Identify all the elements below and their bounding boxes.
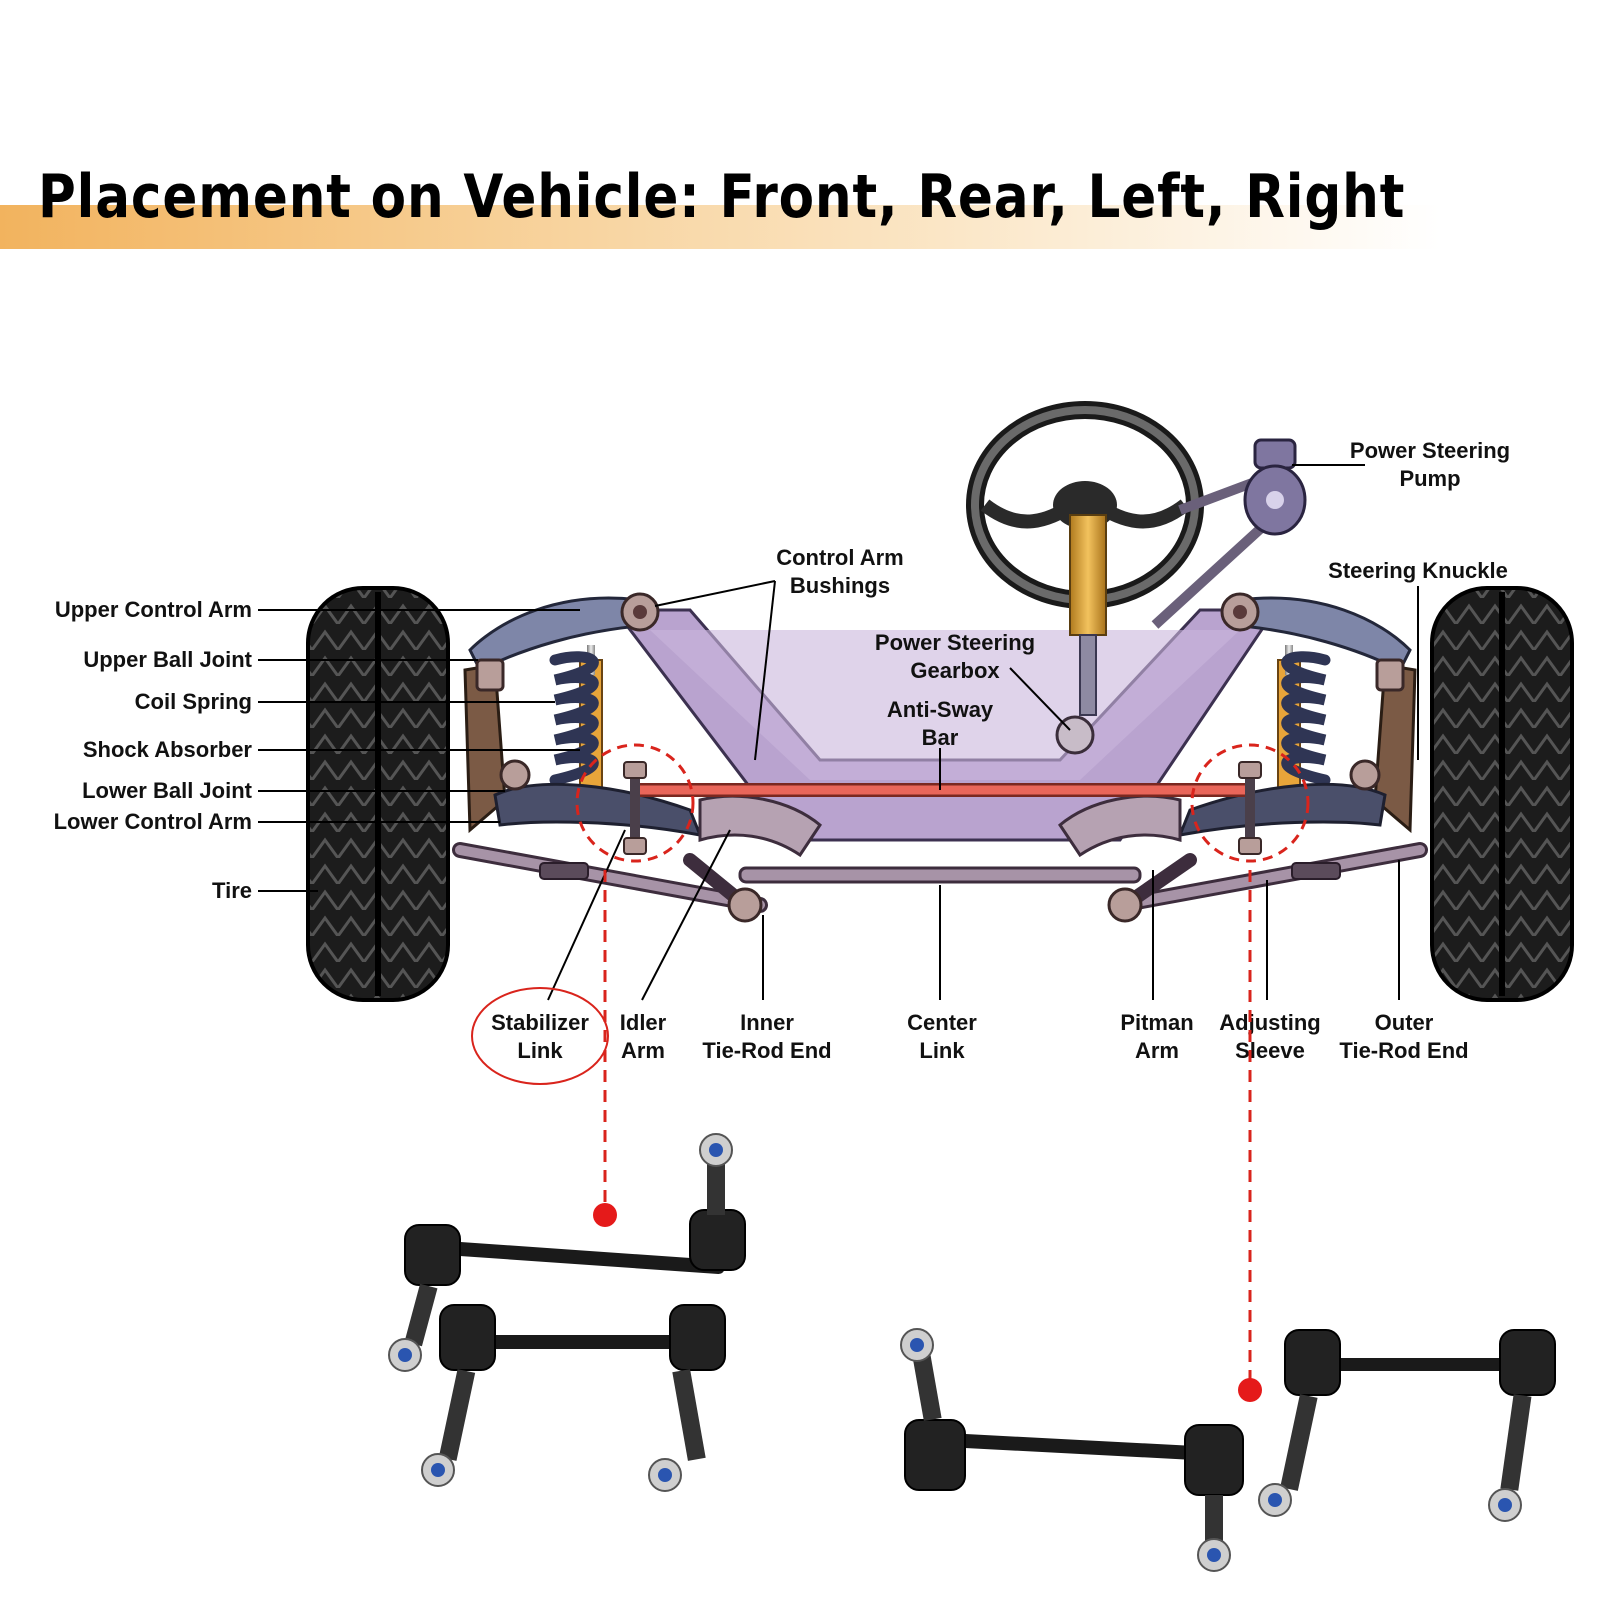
idler-arm — [683, 853, 763, 923]
label-shock-absorber: Shock Absorber — [83, 737, 253, 762]
left-upper-ball-joint — [475, 658, 505, 692]
label-lower-ball-joint: Lower Ball Joint — [82, 778, 253, 803]
label-power-steering-gearbox-line1: Power Steering — [875, 630, 1035, 655]
label-upper-ball-joint: Upper Ball Joint — [83, 647, 252, 672]
sway-bar-link-product-2 — [421, 1304, 726, 1492]
power-steering-pump — [1151, 438, 1307, 629]
sway-bar-link-product-4 — [1258, 1329, 1556, 1522]
label-upper-control-arm: Upper Control Arm — [55, 597, 252, 622]
label-power-steering-pump-line2: Pump — [1399, 466, 1460, 491]
label-outer-tie-rod-end-line1: Outer — [1375, 1010, 1434, 1035]
right-coil-spring-shock — [1277, 645, 1331, 791]
right-stabilizer-link-in-diagram — [1238, 761, 1262, 855]
label-center-link-line1: Center — [907, 1010, 977, 1035]
steering-column — [1069, 514, 1107, 716]
label-stabilizer-link-line2: Link — [517, 1038, 563, 1063]
left-tire — [306, 586, 450, 1002]
left-highlight-circle — [575, 743, 695, 863]
right-tie-rod — [1112, 842, 1428, 913]
bottom-leader-lines — [547, 829, 1400, 1001]
label-inner-tie-rod-end-line2: Tie-Rod End — [702, 1038, 831, 1063]
label-power-steering-pump-line1: Power Steering — [1350, 438, 1510, 463]
label-inner-tie-rod-end-line1: Inner — [740, 1010, 794, 1035]
right-connector — [1238, 870, 1262, 1402]
right-upper-ball-joint — [1375, 658, 1405, 692]
label-adjusting-sleeve-line1: Adjusting — [1219, 1010, 1320, 1035]
left-upper-control-arm — [468, 592, 660, 673]
label-stabilizer-link-line1: Stabilizer — [491, 1010, 589, 1035]
pitman-arm — [1107, 853, 1197, 923]
right-upper-control-arm — [1220, 592, 1412, 673]
label-anti-sway-bar-line1: Anti-Sway — [887, 697, 994, 722]
label-power-steering-gearbox-line2: Gearbox — [910, 658, 1000, 683]
label-center-link-line2: Link — [919, 1038, 965, 1063]
label-control-arm-bushings-line2: Bushings — [790, 573, 890, 598]
label-control-arm-bushings-line1: Control Arm — [776, 545, 904, 570]
left-stabilizer-link-in-diagram — [623, 761, 647, 855]
label-coil-spring: Coil Spring — [135, 689, 252, 714]
label-adjusting-sleeve-line2: Sleeve — [1235, 1038, 1305, 1063]
label-pitman-arm-line2: Arm — [1135, 1038, 1179, 1063]
title-highlight-band — [0, 205, 1600, 249]
sway-bar-link-product-1 — [388, 1133, 746, 1372]
label-idler-arm-line1: Idler — [620, 1010, 667, 1035]
left-tie-rod — [452, 842, 768, 913]
label-steering-knuckle: Steering Knuckle — [1328, 558, 1508, 583]
label-tire: Tire — [212, 878, 252, 903]
label-idler-arm-line2: Arm — [621, 1038, 665, 1063]
left-coil-spring-shock — [549, 645, 603, 791]
right-highlight-circle — [1190, 743, 1310, 863]
stabilizer-link-highlight-ellipse — [471, 987, 609, 1085]
label-pitman-arm-line1: Pitman — [1120, 1010, 1193, 1035]
page-title: Placement on Vehicle: Front, Rear, Left,… — [38, 162, 1406, 232]
label-lower-control-arm: Lower Control Arm — [54, 809, 252, 834]
center-link — [738, 866, 1142, 884]
left-leader-lines — [258, 464, 1419, 892]
left-connector — [593, 870, 617, 1227]
left-lower-control-arm — [493, 759, 703, 837]
right-tire — [1430, 586, 1574, 1002]
label-outer-tie-rod-end-line2: Tie-Rod End — [1339, 1038, 1468, 1063]
sway-bar-link-product-3 — [900, 1328, 1244, 1572]
label-anti-sway-bar-line2: Bar — [922, 725, 959, 750]
